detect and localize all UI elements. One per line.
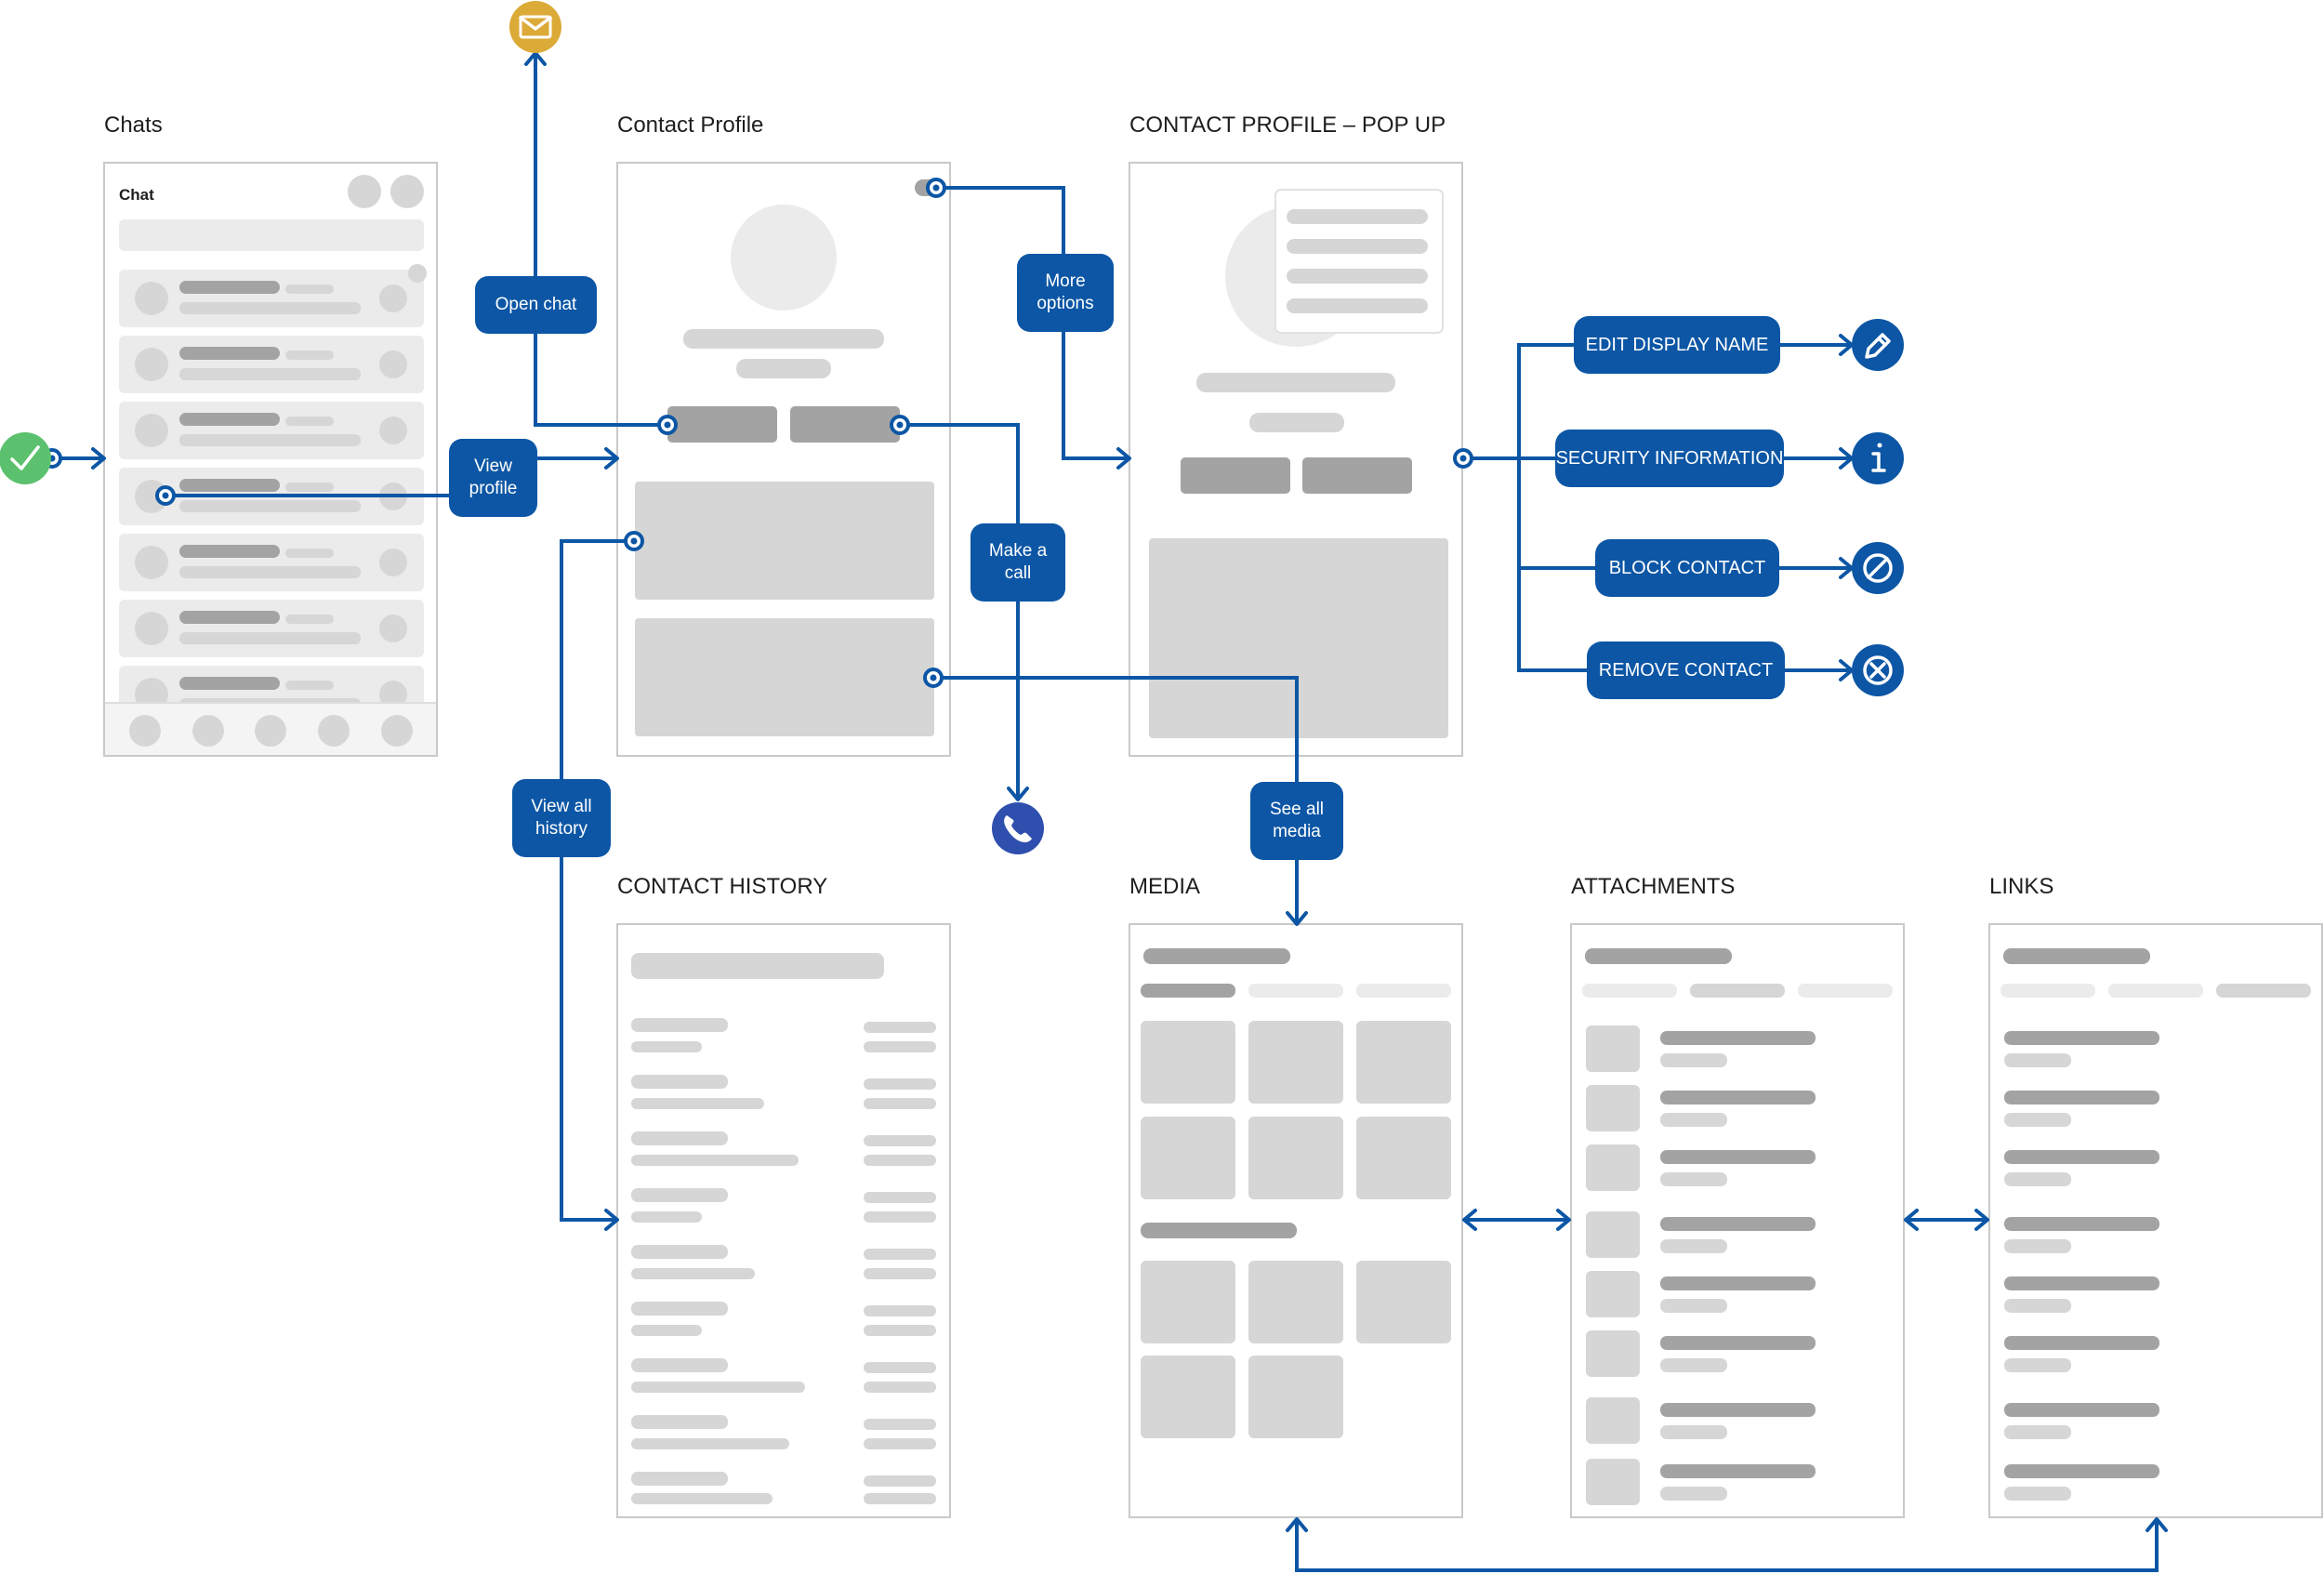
attachment-row xyxy=(1586,1459,1816,1505)
view-all-history-label: View all history xyxy=(512,779,611,857)
history-row xyxy=(631,1472,936,1504)
attachment-row xyxy=(1586,1397,1816,1444)
link-row xyxy=(2004,1403,2159,1439)
link-row xyxy=(2004,1091,2159,1127)
remove-icon xyxy=(1852,644,1904,696)
block-icon xyxy=(1852,542,1904,594)
see-all-media-label: See all media xyxy=(1250,782,1343,860)
phone-icon xyxy=(992,802,1044,854)
call-button-placeholder xyxy=(790,406,900,443)
link-row xyxy=(2004,1031,2159,1067)
connector-dots xyxy=(42,178,1473,688)
history-row xyxy=(631,1302,936,1336)
name-placeholder xyxy=(683,329,884,349)
edit-display-name-option: EDIT DISPLAY NAME xyxy=(1574,316,1780,374)
contact-history-title: CONTACT HISTORY xyxy=(617,874,828,899)
options-menu-popup xyxy=(1274,189,1444,334)
chat-row xyxy=(119,402,424,459)
attachments-title: ATTACHMENTS xyxy=(1571,874,1736,899)
attachment-row xyxy=(1586,1085,1816,1131)
profile-avatar xyxy=(731,205,837,311)
attachment-row xyxy=(1586,1025,1816,1072)
contact-profile-screen xyxy=(616,162,951,757)
header-action-circle xyxy=(390,175,424,208)
history-row xyxy=(631,1018,936,1052)
history-row xyxy=(631,1245,936,1279)
search-bar xyxy=(119,219,424,251)
media-grid xyxy=(1141,1261,1451,1438)
history-row xyxy=(631,1415,936,1449)
link-row xyxy=(2004,1150,2159,1186)
make-a-call-label: Make a call xyxy=(971,523,1065,602)
security-information-option: SECURITY INFORMATION xyxy=(1555,430,1784,487)
envelope-icon xyxy=(509,1,561,53)
attachment-row xyxy=(1586,1144,1816,1191)
attachment-row xyxy=(1586,1271,1816,1317)
chats-title: Chats xyxy=(104,112,163,138)
chat-row xyxy=(119,600,424,657)
more-options-label: More options xyxy=(1017,254,1114,332)
contact-profile-title: Contact Profile xyxy=(617,112,764,138)
media-card xyxy=(635,618,934,736)
link-row xyxy=(2004,1276,2159,1313)
attachments-screen xyxy=(1570,923,1905,1518)
chats-screen xyxy=(103,162,438,757)
info-icon xyxy=(1852,432,1904,484)
history-row xyxy=(631,1358,936,1393)
attachment-row xyxy=(1586,1330,1816,1377)
header-action-circle xyxy=(348,175,381,208)
contact-profile-popup-screen xyxy=(1129,162,1463,757)
link-row xyxy=(2004,1217,2159,1253)
contact-profile-popup-title: CONTACT PROFILE – POP UP xyxy=(1129,112,1446,138)
status-placeholder xyxy=(736,359,831,378)
history-row xyxy=(631,1188,936,1223)
history-row xyxy=(631,1075,936,1109)
chat-row xyxy=(119,336,424,393)
chat-row xyxy=(119,264,427,327)
open-chat-label: Open chat xyxy=(475,276,597,334)
bottom-navigation xyxy=(105,702,436,755)
contact-history-screen xyxy=(616,923,951,1518)
message-button-placeholder xyxy=(667,406,777,443)
attachment-row xyxy=(1586,1211,1816,1258)
links-title: LINKS xyxy=(1989,874,2054,899)
checkmark-icon xyxy=(0,432,51,484)
block-contact-option: BLOCK CONTACT xyxy=(1595,539,1779,597)
remove-contact-option: REMOVE CONTACT xyxy=(1587,642,1785,699)
history-card xyxy=(635,482,934,600)
link-row xyxy=(2004,1464,2159,1501)
pencil-icon xyxy=(1852,319,1904,371)
chat-row xyxy=(119,666,424,702)
media-grid xyxy=(1141,1021,1451,1199)
media-title: MEDIA xyxy=(1129,874,1201,899)
link-row xyxy=(2004,1336,2159,1372)
media-screen xyxy=(1129,923,1463,1518)
chat-row xyxy=(119,534,424,591)
history-row xyxy=(631,1131,936,1166)
chat-row xyxy=(119,468,424,525)
view-profile-label: View profile xyxy=(449,439,537,517)
links-screen xyxy=(1988,923,2323,1518)
chat-header-label: Chat xyxy=(119,186,154,204)
